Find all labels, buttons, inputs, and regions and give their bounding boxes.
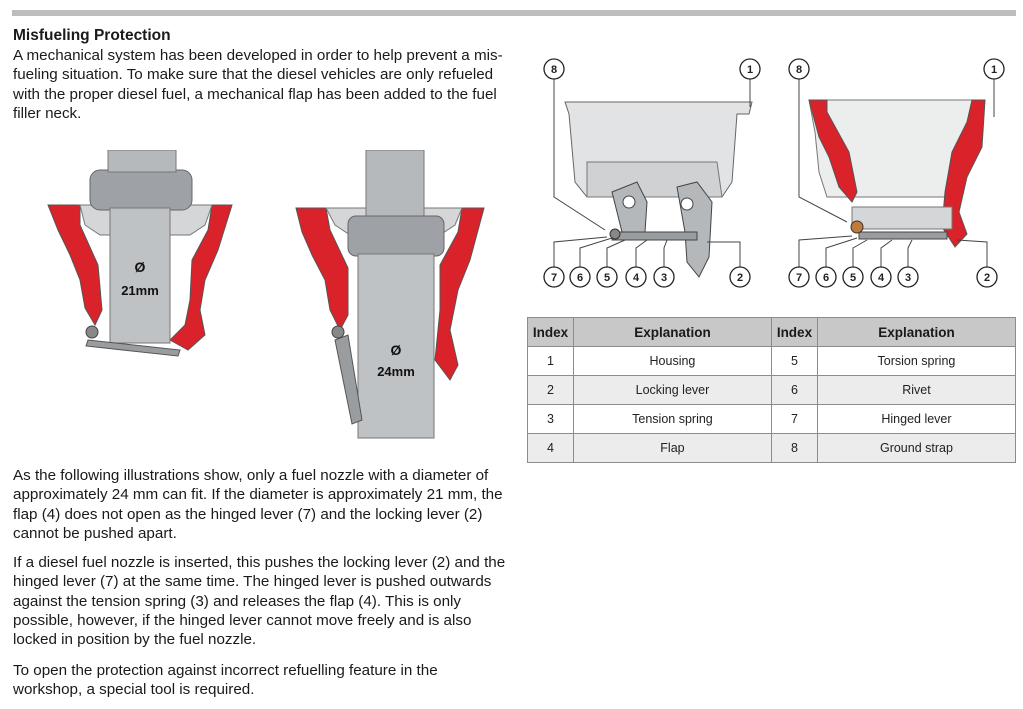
table-cell: 3 bbox=[527, 404, 574, 434]
callout-4-left: 4 bbox=[625, 266, 647, 288]
svg-text:2: 2 bbox=[737, 272, 743, 284]
callout-7-right: 7 bbox=[788, 266, 810, 288]
nozzle-large-symbol: Ø bbox=[391, 342, 402, 358]
svg-text:1: 1 bbox=[747, 64, 753, 76]
callout-7-left: 7 bbox=[543, 266, 565, 288]
header-explanation-1: Explanation bbox=[572, 317, 772, 347]
nozzle-small-symbol: Ø bbox=[135, 259, 146, 275]
table-row: 2 Locking lever 6 Rivet bbox=[527, 375, 1017, 405]
intro-paragraph: A mechanical system has been developed i… bbox=[13, 47, 503, 122]
callout-4-right: 4 bbox=[870, 266, 892, 288]
table-cell: Rivet bbox=[816, 375, 1017, 405]
body-paragraph-2: If a diesel fuel nozzle is inserted, thi… bbox=[13, 554, 506, 649]
table-cell: Hinged lever bbox=[816, 404, 1017, 434]
svg-text:8: 8 bbox=[551, 64, 557, 76]
nozzle-large-size: 24mm bbox=[377, 364, 415, 379]
table-cell: 2 bbox=[527, 375, 574, 405]
svg-text:6: 6 bbox=[823, 272, 829, 284]
svg-text:7: 7 bbox=[796, 272, 802, 284]
table-cell: 7 bbox=[770, 404, 818, 434]
callout-2-left: 2 bbox=[729, 266, 751, 288]
callout-8-right: 8 bbox=[788, 58, 810, 80]
table-cell: Flap bbox=[572, 433, 772, 463]
table-cell: 5 bbox=[770, 346, 818, 376]
nozzle-small-size: 21mm bbox=[121, 283, 159, 298]
callout-3-left: 3 bbox=[653, 266, 675, 288]
header-explanation-2: Explanation bbox=[816, 317, 1017, 347]
figure-21mm-nozzle: Ø 21mm bbox=[47, 150, 233, 357]
table-cell: 8 bbox=[770, 433, 818, 463]
callout-3-right: 3 bbox=[897, 266, 919, 288]
table-cell: 1 bbox=[527, 346, 574, 376]
callout-6-right: 6 bbox=[815, 266, 837, 288]
body-paragraph-1: As the following illustrations show, onl… bbox=[13, 467, 503, 542]
table-cell: 6 bbox=[770, 375, 818, 405]
header-index-2: Index bbox=[770, 317, 818, 347]
explanation-table: Index Explanation Index Explanation 1 Ho… bbox=[527, 317, 1017, 463]
callout-1-left: 1 bbox=[739, 58, 761, 80]
figure-24mm-nozzle: Ø 24mm bbox=[295, 150, 485, 439]
table-cell: Locking lever bbox=[572, 375, 772, 405]
svg-text:2: 2 bbox=[984, 272, 990, 284]
table-row: 3 Tension spring 7 Hinged lever bbox=[527, 404, 1017, 434]
callout-6-left: 6 bbox=[569, 266, 591, 288]
table-cell: Ground strap bbox=[816, 433, 1017, 463]
table-cell: Torsion spring bbox=[816, 346, 1017, 376]
svg-text:5: 5 bbox=[604, 272, 610, 284]
svg-text:1: 1 bbox=[991, 64, 997, 76]
header-index-1: Index bbox=[527, 317, 574, 347]
svg-text:4: 4 bbox=[878, 272, 885, 284]
svg-text:3: 3 bbox=[905, 272, 911, 284]
page-title: Misfueling Protection bbox=[13, 27, 171, 44]
svg-text:6: 6 bbox=[577, 272, 583, 284]
svg-text:7: 7 bbox=[551, 272, 557, 284]
top-rule bbox=[12, 10, 1016, 16]
svg-text:8: 8 bbox=[796, 64, 802, 76]
svg-text:5: 5 bbox=[850, 272, 856, 284]
callout-2-right: 2 bbox=[976, 266, 998, 288]
callout-8-left: 8 bbox=[543, 58, 565, 80]
table-cell: 4 bbox=[527, 433, 574, 463]
callout-1-right: 1 bbox=[983, 58, 1005, 80]
figure-callout-diagrams: 8 1 7 6 5 4 3 2 8 1 7 6 5 4 3 2 bbox=[543, 58, 1005, 288]
table-cell: Tension spring bbox=[572, 404, 772, 434]
table-row: 4 Flap 8 Ground strap bbox=[527, 433, 1017, 463]
svg-text:3: 3 bbox=[661, 272, 667, 284]
callout-5-left: 5 bbox=[596, 266, 618, 288]
table-row: 1 Housing 5 Torsion spring bbox=[527, 346, 1017, 376]
body-paragraph-3: To open the protection against incorrect… bbox=[13, 662, 438, 699]
svg-text:4: 4 bbox=[633, 272, 640, 284]
table-cell: Housing bbox=[572, 346, 772, 376]
callout-5-right: 5 bbox=[842, 266, 864, 288]
table-header-row: Index Explanation Index Explanation bbox=[527, 317, 1017, 347]
